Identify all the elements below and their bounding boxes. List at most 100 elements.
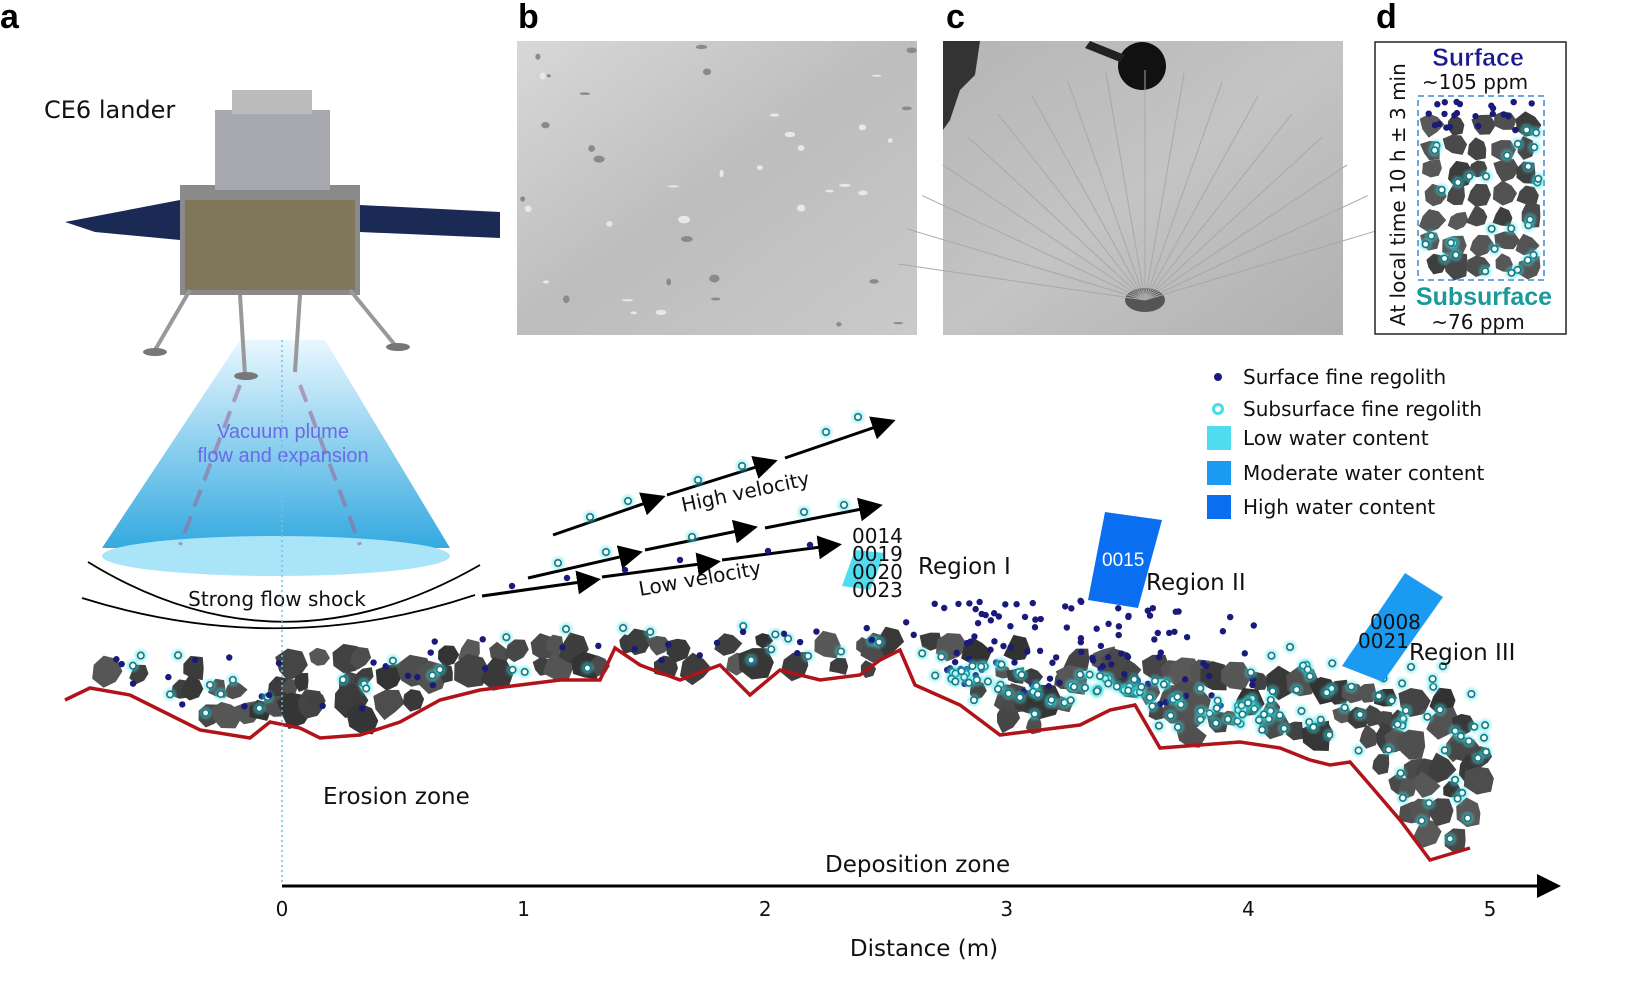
subsurface-particle <box>1446 834 1455 843</box>
subsurface-particle <box>1453 178 1462 187</box>
rock <box>309 647 330 666</box>
subsurface-particle <box>1374 691 1383 700</box>
crater <box>546 74 551 78</box>
crater <box>593 155 605 163</box>
rock <box>92 655 123 688</box>
subsurface-particle <box>1211 719 1220 728</box>
subsurface-particle <box>1154 721 1163 730</box>
legend-low: Low water content <box>1243 426 1429 450</box>
subsurface-particle <box>977 662 986 671</box>
surface-particle <box>427 649 434 656</box>
subsurface-particle <box>1085 670 1094 679</box>
high-velocity-label: High velocity <box>679 466 812 517</box>
subsurface-particle <box>1280 724 1289 733</box>
subsurface-particle <box>1205 709 1214 718</box>
crater <box>630 311 637 315</box>
subsurface-particle <box>1322 688 1331 697</box>
subsurface-particle <box>1316 715 1325 724</box>
rock <box>714 633 743 656</box>
surface-particle <box>370 659 377 666</box>
subsurface-particle <box>1275 711 1284 720</box>
crater <box>825 189 834 193</box>
surface-particle <box>1249 681 1256 689</box>
subsurface-particle <box>997 660 1006 669</box>
deposition-zone-label: Deposition zone <box>825 852 1010 878</box>
surface-particle <box>1144 607 1152 614</box>
crater <box>709 274 720 283</box>
subsurface-particle <box>875 638 884 647</box>
surface-particle <box>1151 636 1158 643</box>
subsurface-particle <box>388 656 397 665</box>
crater <box>542 280 550 284</box>
subsurface-particle <box>1267 651 1276 660</box>
subsurface-particle <box>1212 704 1221 713</box>
surface-particle <box>563 574 571 582</box>
surface-particle <box>1175 608 1182 615</box>
subsurface-particle <box>1196 684 1205 693</box>
subsurface-particle <box>737 461 746 470</box>
subsurface-particle <box>601 547 610 556</box>
rock <box>1471 114 1497 135</box>
subsurface-particle <box>1470 722 1479 731</box>
surface-particle <box>1115 605 1122 612</box>
surface-particle <box>1121 671 1128 678</box>
ray <box>1067 81 1146 301</box>
rock <box>1447 211 1469 231</box>
surface-particle <box>902 619 910 626</box>
subsurface-particle <box>1243 698 1252 707</box>
subsurface-particle <box>1266 695 1275 704</box>
subsurface-particle <box>1325 731 1334 740</box>
crater <box>535 53 541 60</box>
subsurface-particle <box>968 662 977 671</box>
subsurface-particle <box>201 708 210 717</box>
subsurface-particle <box>1173 723 1182 732</box>
subsurface-particle <box>1473 754 1482 763</box>
subsurface-particle <box>1004 689 1013 698</box>
surface-particle <box>1124 653 1132 661</box>
ray <box>1144 195 1368 301</box>
subsurface-title: Subsurface <box>1416 283 1552 311</box>
surface-particle <box>796 638 804 646</box>
surface-particle <box>987 617 995 624</box>
surface-particle <box>1024 648 1031 655</box>
subsurface-particle <box>1387 696 1396 705</box>
surface-particle <box>165 673 172 681</box>
surface-particle <box>508 582 516 590</box>
rock <box>1220 661 1252 691</box>
panel-b-image <box>517 41 917 335</box>
velocity-arrow <box>481 570 601 598</box>
subsurface-particle <box>957 667 966 676</box>
surface-particle <box>1049 659 1056 666</box>
surface-particle <box>1097 642 1105 650</box>
surface-particle <box>1181 676 1189 683</box>
rock <box>1493 159 1520 183</box>
rock <box>1492 206 1513 227</box>
surface-particle <box>1031 624 1039 631</box>
surface-particle <box>1011 659 1018 666</box>
surface-particle <box>113 656 120 663</box>
subsurface-particle <box>1427 231 1436 240</box>
surface-particle <box>1078 648 1085 656</box>
subsurface-particle <box>1428 674 1437 683</box>
surface-particle <box>1250 622 1257 629</box>
subsurface-particle <box>1523 256 1532 265</box>
subsurface-particle <box>1305 672 1314 681</box>
crater <box>695 44 708 50</box>
surface-particle <box>1200 660 1207 667</box>
subsurface-particle <box>1417 816 1426 825</box>
velocity-arrow <box>666 455 778 497</box>
subsurface-particle <box>583 664 592 673</box>
surface-particle <box>966 600 973 607</box>
subsurface-particle <box>1393 720 1402 729</box>
ray <box>967 136 1146 301</box>
surface-particle <box>910 631 917 639</box>
surface-particle <box>1157 649 1164 656</box>
legend-moderate: Moderate water content <box>1243 461 1485 485</box>
subsurface-particle <box>1145 693 1154 702</box>
subsurface-particle <box>1453 794 1462 803</box>
crater <box>893 322 904 325</box>
subsurface-particle <box>1532 128 1541 137</box>
local-time-label: At local time 10 h ± 3 min <box>1386 63 1410 326</box>
surface-particle <box>665 641 672 648</box>
subsurface-particle <box>1233 717 1242 726</box>
